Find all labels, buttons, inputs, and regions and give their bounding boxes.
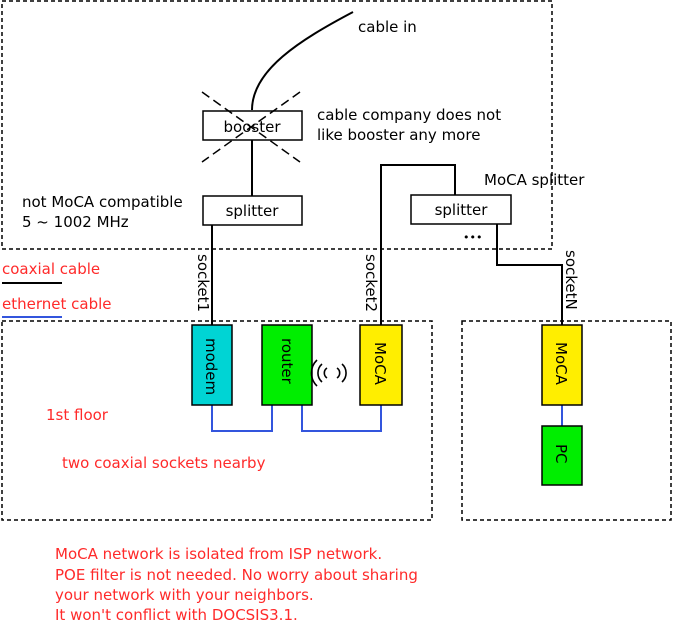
- socket2-label: socket2: [362, 254, 380, 312]
- moca-left-box: [359, 324, 403, 406]
- wifi-icon: [310, 359, 347, 387]
- coax-socketN-line: [496, 224, 563, 325]
- splitter-right-box: [410, 194, 512, 225]
- other-room-zone-border: [461, 320, 672, 521]
- first-floor-zone-border: [1, 320, 433, 521]
- splitter-ellipsis: •••: [463, 231, 482, 244]
- cable-in-line: [251, 11, 354, 111]
- legend-ethernet-label: ethernet cable: [2, 295, 112, 313]
- splitter-left-label: splitter: [226, 202, 280, 220]
- modem-box: [191, 324, 233, 406]
- booster-note-line-1: cable company does not: [317, 106, 501, 124]
- pc-box: [541, 425, 583, 486]
- socketN-label: socketN: [562, 250, 580, 310]
- not-moca-line-2: 5 ~ 1002 MHz: [22, 213, 129, 231]
- ethernet-router-moca: [301, 405, 382, 432]
- moca-left-label: MoCA: [371, 342, 389, 386]
- moca-splitter-label: MoCA splitter: [484, 171, 585, 189]
- cable-in-label: cable in: [358, 18, 417, 36]
- note-line-2: POE filter is not needed. No worry about…: [55, 566, 418, 584]
- booster-note-line-2: like booster any more: [317, 126, 480, 144]
- first-floor-label: 1st floor: [46, 406, 109, 424]
- socket1-label: socket1: [194, 254, 212, 312]
- moca-right-label: MoCA: [552, 342, 570, 386]
- note-line-4: It won't conflict with DOCSIS3.1.: [55, 606, 298, 621]
- coax-socket2-line: [380, 164, 456, 325]
- booster-label: booster: [224, 118, 282, 136]
- router-box: [261, 324, 313, 406]
- pc-label: PC: [552, 444, 570, 464]
- legend-coax-label: coaxial cable: [2, 260, 100, 278]
- note-line-3: your network with your neighbors.: [55, 586, 314, 604]
- not-moca-line-1: not MoCA compatible: [22, 193, 183, 211]
- two-sockets-label: two coaxial sockets nearby: [62, 454, 266, 472]
- splitter-left-box: [202, 195, 303, 226]
- modem-label: modem: [202, 338, 220, 395]
- router-label: router: [278, 338, 296, 385]
- isp-zone-border: [1, 0, 553, 250]
- note-line-1: MoCA network is isolated from ISP networ…: [55, 545, 382, 563]
- splitter-right-label: splitter: [435, 201, 489, 219]
- moca-right-box: [541, 324, 583, 406]
- booster-cross-line-2: [201, 91, 301, 163]
- ethernet-modem-router: [211, 405, 273, 432]
